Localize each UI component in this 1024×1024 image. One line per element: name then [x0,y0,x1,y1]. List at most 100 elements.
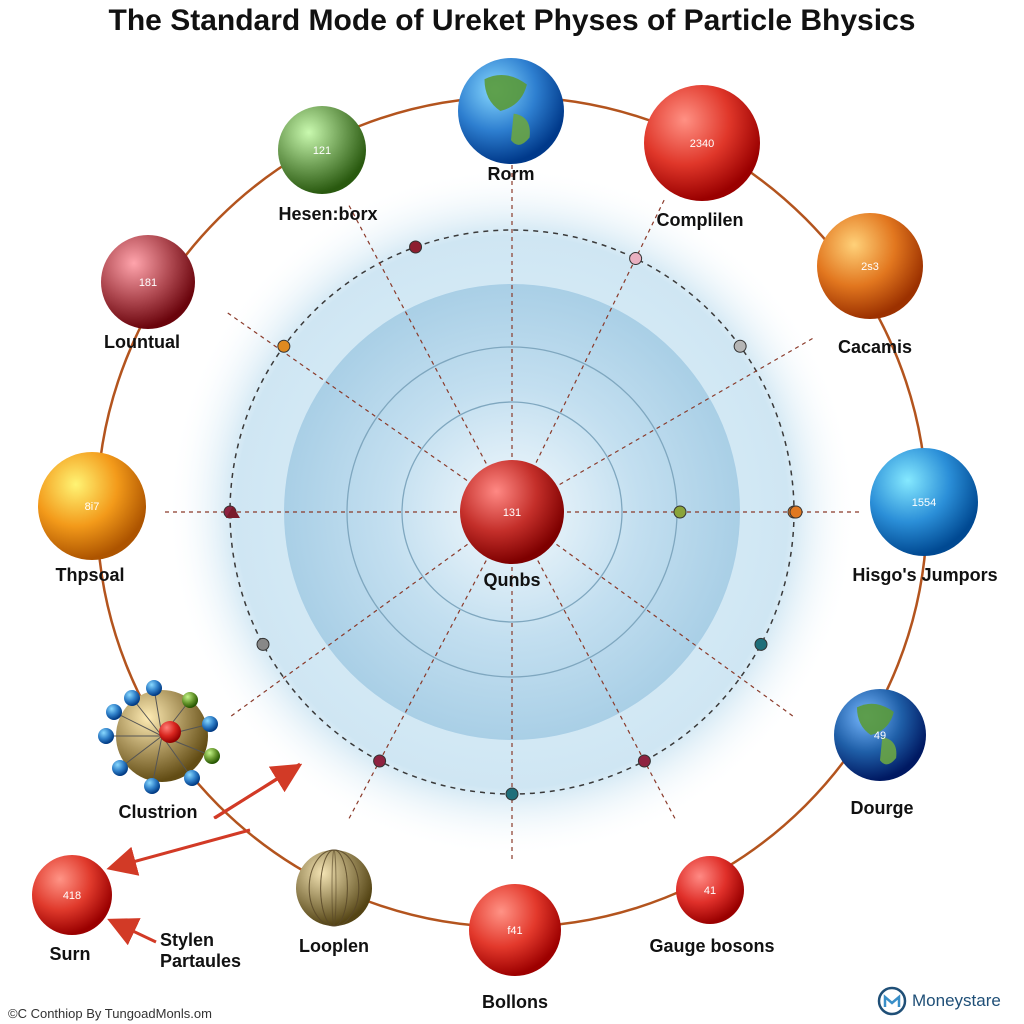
satellite-particle [106,704,122,720]
particle-label: Rorm [487,164,535,184]
particle-label: Dourge [850,798,914,818]
orbit-node [733,339,747,353]
spoke-line [347,202,487,464]
satellite-particle [202,716,218,732]
particle-label: Thpsoal [55,565,125,585]
particle-hisgo-s-jumpors: 1554 [870,448,978,556]
satellite-particle [146,680,162,696]
spoke-line [224,310,468,481]
particle-sphere [296,850,372,926]
particle-bollons: f41 [469,884,561,976]
core-orbit [401,401,623,623]
continent-shape [484,74,527,111]
particle-sphere [38,452,146,560]
particle-cacamis: 2s3 [817,213,923,319]
bond-line [113,711,163,737]
particle-number: 8i7 [85,501,100,513]
particle-number: 49 [874,730,886,742]
particle-sphere [460,460,564,564]
spoke-line [559,336,816,486]
particle-complilen: 2340 [644,85,760,201]
particle-label: Complilen [656,210,744,230]
core-particle [159,721,181,743]
bond-line [131,697,163,737]
particle-sphere [644,85,760,201]
orbit-node [673,505,687,519]
particle-number: 1554 [912,497,936,509]
particle-label: Lountual [104,332,180,352]
particle-number: 2340 [690,138,714,150]
satellite-particle [124,690,140,706]
orbit-node [256,637,270,651]
arrow-up [213,763,303,820]
particle-label: Hisgo's Jumpors [852,565,998,585]
bond-line [119,735,163,769]
particle-gauge-bosons: 41 [676,856,744,924]
outside-label: Surn [49,944,91,964]
satellite-particle [98,728,114,744]
particle-sphere [834,689,926,781]
copyright-footer: ©C Conthiop By TungoadMonls.om [8,1006,212,1021]
orbit-node [637,754,651,768]
particle-sphere [32,855,112,935]
center-particle: 131 [460,460,564,564]
particle-looplen [296,849,372,927]
center-label: Qunbs [483,570,541,590]
particle-label: Gauge bosons [649,936,775,956]
orbit-node [789,505,803,519]
particle-number: 121 [313,145,331,157]
particle-sphere [469,884,561,976]
orbit-node [277,339,291,353]
satellite-particle [144,778,160,794]
arrow-to-surn [106,828,251,876]
orbit-node [629,252,643,266]
satellite-particle [184,770,200,786]
particle-number: 418 [63,890,81,902]
brand-icon [877,986,907,1016]
spoke-line [535,197,666,463]
satellite-particle [182,692,198,708]
triangle-marker [226,506,240,518]
bond-line [151,735,163,787]
annotation-label: Stylen Partaules [160,930,242,971]
orbit-node [373,754,387,768]
seam-line [308,849,360,927]
orbit-node [754,637,768,651]
particle-number: 181 [139,277,157,289]
continent-shape [857,703,894,735]
particle-number: 131 [503,507,521,519]
spoke-line [537,560,677,822]
particle-label: Bollons [482,992,548,1012]
brand-name: Moneystare [912,991,1001,1010]
satellite-particle [112,760,128,776]
particle-label: Cacamis [837,337,913,357]
orbit-node [409,240,423,254]
arrow-from-annotation [107,918,157,946]
particle-label: Clustrion [118,802,198,822]
particle-clustrion [98,680,220,794]
particle-sphere [870,448,978,556]
particle-sphere [101,235,195,329]
spoke-line [556,543,796,719]
spoke-line [228,543,468,719]
orbit-node [505,787,519,801]
particle-lountual: 181 [101,235,195,329]
particle-hesen-borx: 121 [278,106,366,194]
particle-rorm [458,58,564,164]
particle-number: 2s3 [861,261,879,273]
particle-sphere [458,58,564,164]
spoke-line [347,560,487,822]
particle-number: f41 [507,925,522,937]
particle-sphere [676,856,744,924]
continent-shape [880,737,897,765]
particle-sphere [817,213,923,319]
particle-dourge: 49 [834,689,926,781]
continent-shape [511,113,530,145]
particle-sphere [278,106,366,194]
particle-label: Looplen [299,936,369,956]
particle-number: 41 [704,885,716,897]
bond-line [161,735,193,779]
brand-logo: Moneystare [876,984,1001,1018]
outside-particle: 418 [32,855,112,935]
